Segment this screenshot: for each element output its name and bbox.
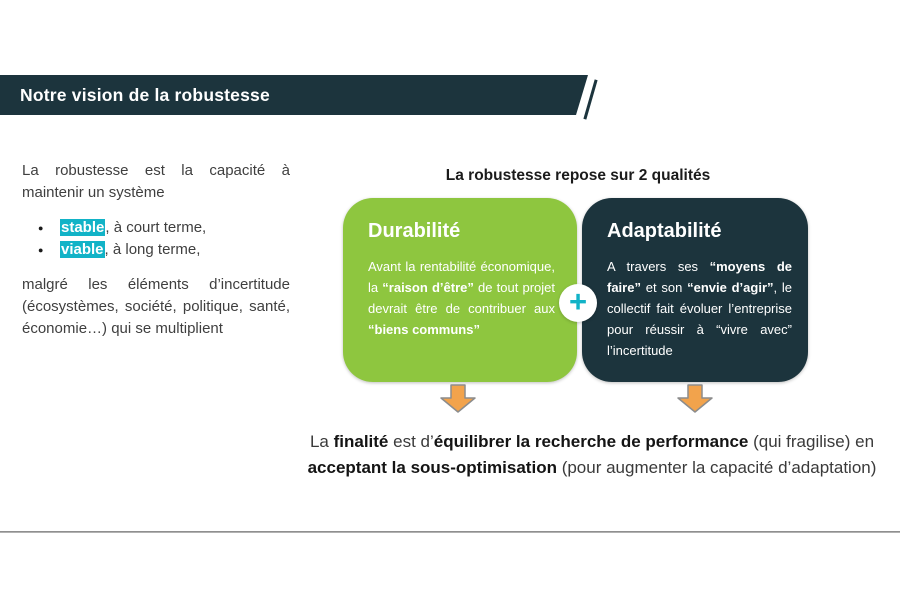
finality-text: La finalité est d’équilibrer la recherch… xyxy=(242,429,900,481)
durability-title: Durabilité xyxy=(368,220,461,242)
list-item: ● stable, à court terme, xyxy=(22,217,290,239)
banner-ribbon-fold xyxy=(583,79,598,120)
intro-paragraph-2: malgré les éléments d’incertitude (écosy… xyxy=(22,276,290,337)
intro-paragraph-1: La robustesse est la capacité à mainteni… xyxy=(22,162,290,201)
divider-line xyxy=(0,531,900,533)
list-item: ● viable, à long terme, xyxy=(22,239,290,261)
bullet-text: viable, à long terme, xyxy=(60,241,201,258)
bullet-list: ● stable, à court terme, ● viable, à lon… xyxy=(22,217,290,261)
durability-body: Avant la rentabilité économique, la “rai… xyxy=(368,259,555,337)
down-arrow-icon xyxy=(440,384,476,413)
adaptability-card: Adaptabilité A travers ses “moyens de fa… xyxy=(582,198,808,382)
page-title: Notre vision de la robustesse xyxy=(20,84,270,105)
durability-card: Durabilité Avant la rentabilité économiq… xyxy=(343,198,577,382)
plus-badge: + xyxy=(559,284,597,322)
plus-icon: + xyxy=(568,284,588,319)
header-banner: Notre vision de la robustesse xyxy=(0,75,588,115)
bullet-dot-icon: ● xyxy=(38,223,44,233)
finality-line-1: La finalité est d’équilibrer la recherch… xyxy=(309,432,875,451)
qualities-title: La robustesse repose sur 2 qualités xyxy=(445,167,711,184)
intro-block: La robustesse est la capacité à mainteni… xyxy=(22,160,290,340)
bullet-text: stable, à court terme, xyxy=(60,219,207,236)
bullet-dot-icon: ● xyxy=(38,245,44,255)
adaptability-body: A travers ses “moyens de faire” et son “… xyxy=(607,259,793,358)
finality-line-2: acceptant la sous-optimisation (pour aug… xyxy=(307,458,877,477)
down-arrow-icon xyxy=(677,384,713,413)
adaptability-title: Adaptabilité xyxy=(607,220,722,242)
